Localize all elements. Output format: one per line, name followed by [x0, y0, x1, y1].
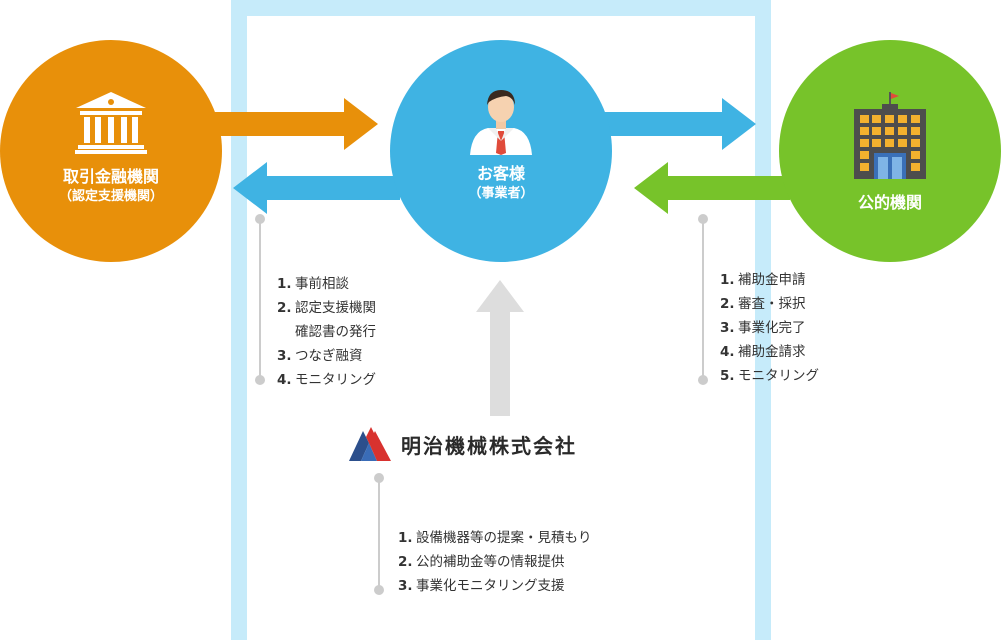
public-title: 公的機関 — [857, 193, 922, 212]
list-item: 1.補助金申請 — [720, 272, 806, 288]
list-item: 4.モニタリング — [277, 372, 376, 388]
connector-bank — [255, 214, 265, 385]
list-item: 1.事前相談 — [277, 276, 349, 292]
arrow-bank-to-customer — [215, 98, 378, 150]
node-bank: 取引金融機関 （認定支援機関） — [0, 40, 222, 262]
node-public: 公的機関 — [779, 40, 1001, 262]
list-item: 2.公的補助金等の情報提供 — [398, 554, 565, 570]
arrow-public-to-customer — [634, 162, 790, 214]
list-item: 3.事業化モニタリング支援 — [398, 578, 565, 594]
connector-company — [374, 473, 384, 595]
list-item: 2.審査・採択 — [720, 296, 806, 312]
bank-subtitle: （認定支援機関） — [58, 189, 163, 204]
person-icon — [470, 90, 532, 155]
list-item: 5.モニタリング — [720, 368, 819, 384]
list-item: 3.つなぎ融資 — [277, 348, 363, 364]
arrow-customer-to-public — [600, 98, 756, 150]
connector-public — [698, 214, 708, 385]
customer-title: お客様 — [476, 164, 525, 183]
list-item: 3.事業化完了 — [720, 320, 806, 336]
list-item: 2.認定支援機関確認書の発行 — [277, 300, 376, 340]
arrow-customer-to-bank — [233, 162, 400, 214]
company-steps: 1.設備機器等の提案・見積もり 2.公的補助金等の情報提供 3.事業化モニタリン… — [398, 526, 592, 598]
bank-title: 取引金融機関 — [62, 167, 159, 186]
bank-icon — [75, 92, 147, 154]
company-brand: 明治機械株式会社 — [349, 424, 577, 464]
node-customer: お客様 （事業者） — [390, 40, 612, 262]
building-icon — [854, 92, 926, 179]
public-steps: 1.補助金申請 2.審査・採択 3.事業化完了 4.補助金請求 5.モニタリング — [720, 268, 819, 388]
customer-subtitle: （事業者） — [468, 186, 534, 201]
meiji-logo-icon — [349, 427, 391, 461]
arrow-company-to-customer — [476, 280, 524, 416]
bank-steps: 1.事前相談 2.認定支援機関確認書の発行 3.つなぎ融資 4.モニタリング — [277, 272, 376, 392]
company-name: 明治機械株式会社 — [401, 433, 577, 458]
list-item: 1.設備機器等の提案・見積もり — [398, 530, 592, 546]
list-item: 4.補助金請求 — [720, 344, 806, 360]
